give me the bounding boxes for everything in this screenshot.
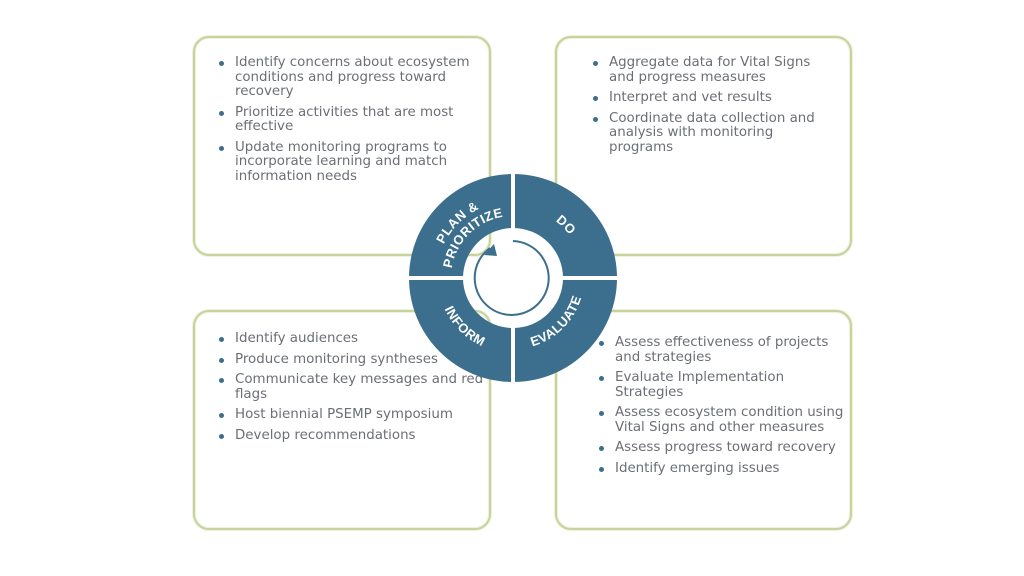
cycle-arrow-icon bbox=[473, 240, 550, 316]
list-item: Develop recommendations bbox=[215, 428, 485, 444]
list-item: Produce monitoring syntheses bbox=[215, 352, 485, 368]
list-item: Interpret and vet results bbox=[589, 90, 839, 106]
list-item: Identify emerging issues bbox=[595, 461, 845, 477]
inform-box: Identify audiences Produce monitoring sy… bbox=[193, 310, 491, 530]
list-item: Communicate key messages and red flags bbox=[215, 372, 485, 402]
evaluate-segment bbox=[513, 278, 617, 382]
list-item: Identify audiences bbox=[215, 331, 485, 347]
do-segment bbox=[513, 174, 617, 278]
evaluate-box: Assess effectiveness of projects and str… bbox=[555, 310, 852, 530]
list-item: Aggregate data for Vital Signs and progr… bbox=[589, 55, 839, 85]
plan-prioritize-box: Identify concerns about ecosystem condit… bbox=[193, 36, 491, 256]
do-box: Aggregate data for Vital Signs and progr… bbox=[555, 36, 852, 256]
evaluate-list: Assess effectiveness of projects and str… bbox=[595, 335, 845, 482]
list-item: Host biennial PSEMP symposium bbox=[215, 407, 485, 423]
list-item: Coordinate data collection and analysis … bbox=[589, 111, 839, 156]
list-item: Assess progress toward recovery bbox=[595, 440, 845, 456]
list-item: Assess ecosystem condition using Vital S… bbox=[595, 405, 845, 435]
plan-prioritize-list: Identify concerns about ecosystem condit… bbox=[215, 55, 485, 190]
list-item: Update monitoring programs to incorporat… bbox=[215, 140, 485, 185]
list-item: Evaluate Implementation Strategies bbox=[595, 370, 845, 400]
list-item: Prioritize activities that are most effe… bbox=[215, 105, 485, 135]
do-list: Aggregate data for Vital Signs and progr… bbox=[589, 55, 839, 161]
inform-segment bbox=[409, 278, 513, 382]
cycle-arrowhead-icon bbox=[484, 244, 497, 256]
inform-list: Identify audiences Produce monitoring sy… bbox=[215, 331, 485, 449]
list-item: Assess effectiveness of projects and str… bbox=[595, 335, 845, 365]
list-item: Identify concerns about ecosystem condit… bbox=[215, 55, 485, 100]
plan-prioritize-segment bbox=[409, 174, 513, 278]
